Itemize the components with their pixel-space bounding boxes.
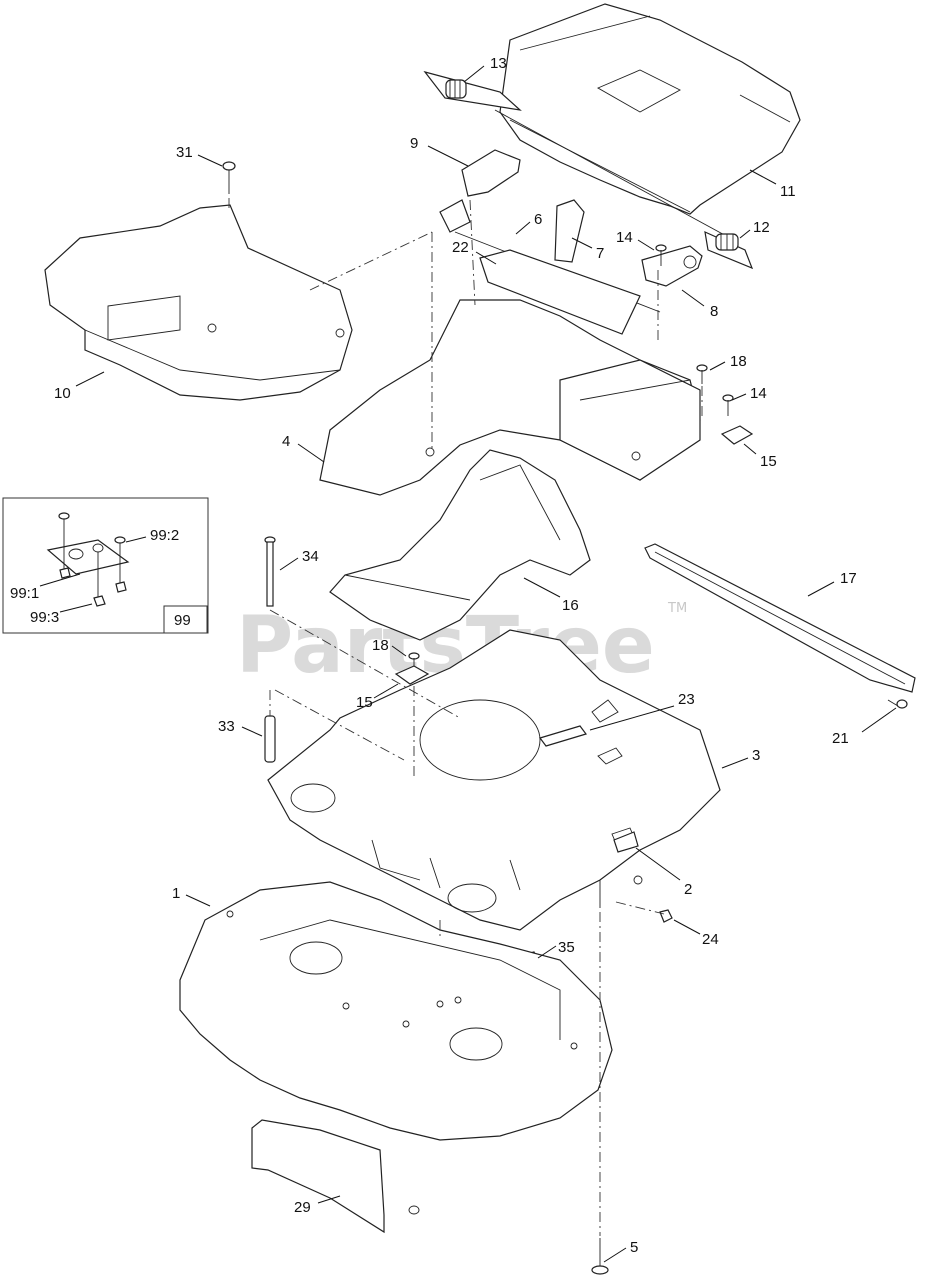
inset-99[interactable]: 99 [2,497,209,634]
callout-17: 17 [840,570,857,587]
part-17-strip[interactable] [644,543,916,693]
callout-1: 1 [172,885,180,902]
leader-lines [39,65,897,1263]
alignment-lines [228,198,703,1236]
part-9-bracket[interactable] [439,149,521,233]
part-12-spring[interactable] [704,230,754,270]
part-15-clip-upper[interactable] [720,425,754,445]
callout-10: 10 [54,385,71,402]
callout-6: 6 [534,211,542,228]
callout-29: 29 [294,1199,311,1216]
part-22-plate[interactable] [479,249,641,335]
callout-16: 16 [562,597,579,614]
part-23-label[interactable] [539,725,587,747]
part-8-bracket[interactable] [641,245,703,287]
callout-24: 24 [702,931,719,948]
part-14-screw-lower[interactable] [722,394,734,416]
part-13-spring[interactable] [423,70,522,111]
part-16-tunnel[interactable] [329,449,591,641]
callout-99-3: 99:3 [30,609,59,626]
callout-2: 2 [684,881,692,898]
callout-18-upper: 18 [730,353,747,370]
callout-3: 3 [752,747,760,764]
part-1-deck[interactable] [179,881,613,1141]
hinge-rod [494,109,731,239]
callout-15-lower: 15 [356,694,373,711]
part-18-screw-lower[interactable] [408,652,420,668]
inset-99-label: 99 [174,612,191,629]
callout-22: 22 [452,239,469,256]
callout-13: 13 [490,55,507,72]
callout-33: 33 [218,718,235,735]
callout-7: 7 [596,245,604,262]
callout-14-upper: 14 [616,229,633,246]
part-3-frame[interactable] [267,629,721,931]
callout-23: 23 [678,691,695,708]
part-11-seat-cover[interactable] [499,3,801,215]
part-33-spacer[interactable] [264,715,276,763]
callout-4: 4 [282,433,290,450]
part-31-screw[interactable] [222,161,236,194]
callout-12: 12 [753,219,770,236]
part-14-screw-upper[interactable] [655,244,667,266]
callout-31: 31 [176,144,193,161]
watermark-trademark: TM [667,601,687,616]
part-21-screw[interactable] [887,699,908,709]
callout-18-lower: 18 [372,637,389,654]
callout-14-lower: 14 [750,385,767,402]
callout-99-1: 99:1 [10,585,39,602]
callout-99-2: 99:2 [150,527,179,544]
callout-15-upper: 15 [760,453,777,470]
callout-21: 21 [832,730,849,747]
part-7-lever[interactable] [554,199,585,263]
callout-5: 5 [630,1239,638,1256]
part-4-console[interactable] [319,299,701,496]
callout-35: 35 [558,939,575,956]
part-34-bolt[interactable] [264,536,276,607]
part-18-screw-upper[interactable] [696,364,708,384]
part-5-bolt[interactable] [591,1238,609,1275]
part-2-decal[interactable] [613,831,639,853]
part-10-seat[interactable] [44,204,353,401]
callout-labels: 13 9 11 31 6 7 14 12 22 8 10 18 14 4 15 … [10,55,857,1256]
part-29-deflector[interactable] [251,1119,420,1234]
callout-11: 11 [780,183,796,200]
part-15-clip-lower[interactable] [394,665,430,685]
callout-8: 8 [710,303,718,320]
callout-34: 34 [302,548,319,565]
callout-9: 9 [410,135,418,152]
part-24-nut[interactable] [659,909,673,923]
